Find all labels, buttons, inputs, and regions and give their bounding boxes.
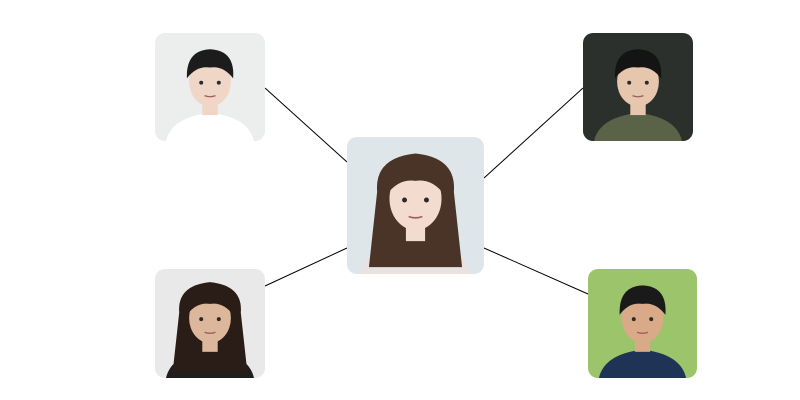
top-left-person-photo[interactable]	[155, 33, 265, 141]
edge-center-top-right	[483, 87, 584, 179]
bottom-right-person-photo[interactable]	[588, 269, 697, 378]
edge-center-bottom-left	[264, 247, 348, 287]
edge-center-bottom-right	[483, 247, 589, 295]
bottom-left-person-photo[interactable]	[155, 269, 265, 378]
edge-center-top-left	[264, 87, 348, 163]
top-right-person-photo[interactable]	[583, 33, 693, 141]
center-person-photo[interactable]	[347, 137, 484, 274]
